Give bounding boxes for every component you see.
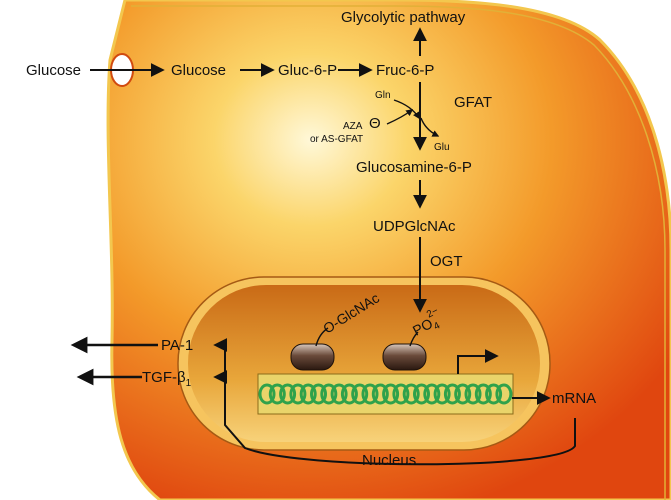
dna-coil [464,383,482,405]
dna-coil [454,383,472,405]
label-pa-1: PA-1 [161,337,193,354]
mrna-return-line [213,338,576,466]
dna-coil [340,383,358,405]
o-glcnac-link [315,327,329,347]
dna-coil [495,383,513,405]
dna-coil [392,383,410,405]
phospho-protein [382,343,427,371]
dna-coil [351,383,369,405]
po4-superscript: 2− [425,305,440,320]
dna-coil [443,383,461,405]
inhibition-arrow [386,109,414,125]
dna-coil [474,383,492,405]
transcription-start-arrow [457,349,499,374]
label-glucose-inside: Glucose [171,62,226,79]
dna-coil [423,383,441,405]
dna-coil [279,383,297,405]
label-mrna: mRNA [552,390,596,407]
dna-coil [289,383,307,405]
label-glucosamine-6-p: Glucosamine-6-P [356,159,472,176]
inhibition-symbol: Θ [369,115,381,132]
dna-coils [258,383,513,405]
label-gln: Gln [375,90,391,101]
label-glucose-outside: Glucose [26,62,81,79]
dna-coil [310,383,327,405]
dna-coil [268,383,286,405]
o-glcnac-protein [290,343,335,371]
cell-membrane-inner [131,5,666,500]
dna-coil [320,383,338,405]
po4-link [409,331,419,347]
dna-coil [299,383,317,405]
label-ogt: OGT [430,253,463,270]
dna-coil [413,383,430,405]
label-glu: Glu [434,142,450,153]
dna-coil [361,383,379,405]
dna-coil [382,383,400,405]
dna-coil [371,383,389,405]
dna-coil [433,383,451,405]
dna-coil [485,383,503,405]
dna-coil [330,383,348,405]
po4-subscript: 4 [432,320,442,333]
label-glycolytic-pathway: Glycolytic pathway [341,9,466,26]
label-gfat: GFAT [454,94,492,111]
arrow-gln-in [393,99,420,120]
label-gluc-6-p: Gluc-6-P [278,62,337,79]
label-aza: AZA [343,121,363,132]
tgf-subscript: 1 [186,378,192,389]
label-nucleus: Nucleus [362,452,416,469]
label-udpglcnac: UDPGlcNAc [373,218,456,235]
label-tgf-beta: TGF-β1 [142,369,192,389]
label-as-gfat: or AS-GFAT [310,134,363,145]
dna-coil [258,383,276,405]
arrow-glu-out [420,117,440,137]
dna-band [257,373,514,415]
dna-coil [402,383,420,405]
label-fruc-6-p: Fruc-6-P [376,62,434,79]
